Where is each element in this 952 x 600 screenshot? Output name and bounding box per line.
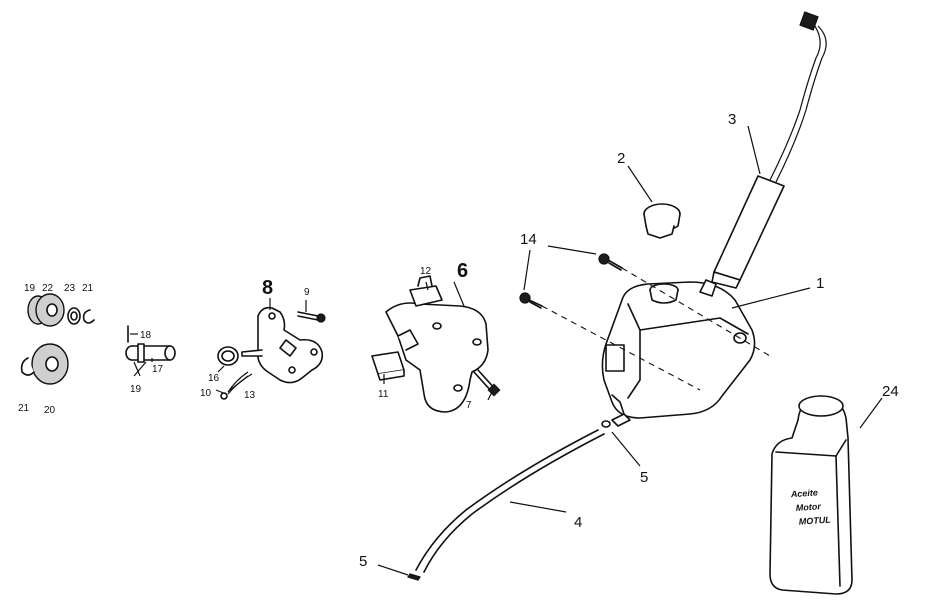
callout-19-gear: 19 [24, 283, 36, 294]
bolt-axis-lower [541, 305, 701, 391]
callout-4: 4 [574, 514, 582, 531]
callout-18: 18 [140, 330, 152, 341]
callout-8: 8 [262, 277, 273, 299]
callout-22: 22 [42, 283, 54, 294]
gear-upper [27, 293, 65, 327]
callout-17: 17 [152, 364, 164, 375]
callout-6: 6 [457, 260, 468, 282]
callout-20: 20 [44, 405, 56, 416]
oil-bottle [769, 395, 853, 595]
bottle-label: Aceite Motor MOTUL [790, 487, 832, 527]
callout-12: 12 [420, 266, 432, 277]
callout-5-hose-end: 5 [359, 553, 367, 570]
pump-screw [473, 369, 501, 397]
pump-clip [409, 275, 443, 307]
level-sensor [711, 11, 827, 289]
pump-housing [385, 302, 489, 413]
callout-2: 2 [617, 150, 625, 167]
callout-5-tank-outlet: 5 [640, 469, 648, 486]
leader-lines [130, 125, 883, 576]
callout-7: 7 [466, 400, 472, 411]
bolt-axis-upper [621, 267, 771, 357]
oil-hose [407, 420, 611, 581]
callout-24: 24 [882, 383, 899, 400]
gear-washer [67, 307, 81, 325]
callout-14: 14 [520, 231, 537, 248]
tank-cap [643, 203, 681, 239]
callout-13: 13 [244, 390, 256, 401]
bottle-label-line1: Aceite [790, 487, 819, 499]
gear-circlip-lower [20, 357, 35, 376]
callout-21-lower: 21 [18, 403, 30, 414]
gear-circlip-upper [82, 309, 95, 324]
callout-11: 11 [378, 389, 389, 400]
pump-shaft [125, 343, 176, 363]
callout-16: 16 [208, 373, 220, 384]
gear-lower [31, 343, 69, 385]
callout-19-shaft: 19 [130, 384, 142, 395]
callout-23: 23 [64, 283, 76, 294]
callout-9: 9 [304, 287, 310, 298]
callout-1: 1 [816, 275, 824, 292]
pump-gasket [371, 351, 405, 381]
pump-ring [217, 346, 239, 366]
bottle-label-line3: MOTUL [798, 515, 831, 527]
tank-bolts [519, 253, 623, 309]
pump-bolt [297, 311, 326, 323]
callout-3: 3 [728, 111, 736, 128]
callout-10: 10 [200, 388, 212, 399]
callout-21-upper: 21 [82, 283, 94, 294]
oil-pump [241, 306, 324, 384]
oil-tank [601, 279, 756, 427]
bottle-label-line2: Motor [795, 501, 821, 513]
